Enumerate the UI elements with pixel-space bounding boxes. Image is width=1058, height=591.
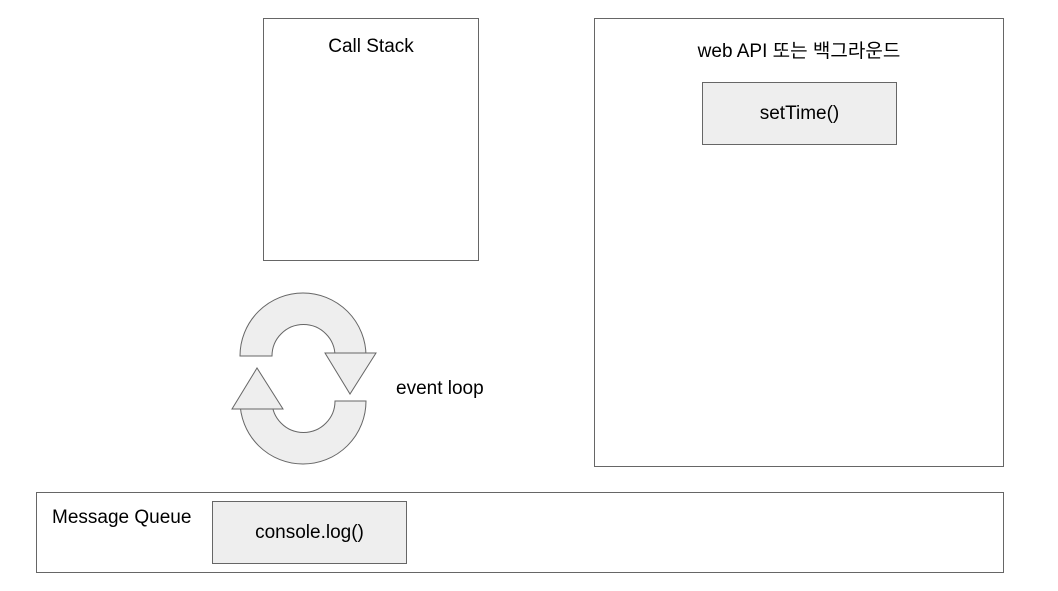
down-arrowhead [324, 352, 377, 395]
up-arrowhead [231, 367, 284, 410]
web-api-title: web API 또는 백그라운드 [697, 41, 901, 62]
message-queue-box [36, 492, 1004, 573]
web-api-item: setTime() [702, 82, 897, 145]
message-queue-title: Message Queue [52, 507, 192, 528]
event-loop-label: event loop [396, 378, 484, 399]
top-arc [239, 292, 367, 357]
bottom-arc [239, 400, 367, 465]
message-queue-item: console.log() [212, 501, 407, 564]
call-stack-box [263, 18, 479, 261]
cycle-arrows-icon [231, 292, 377, 465]
call-stack-title: Call Stack [328, 36, 414, 57]
